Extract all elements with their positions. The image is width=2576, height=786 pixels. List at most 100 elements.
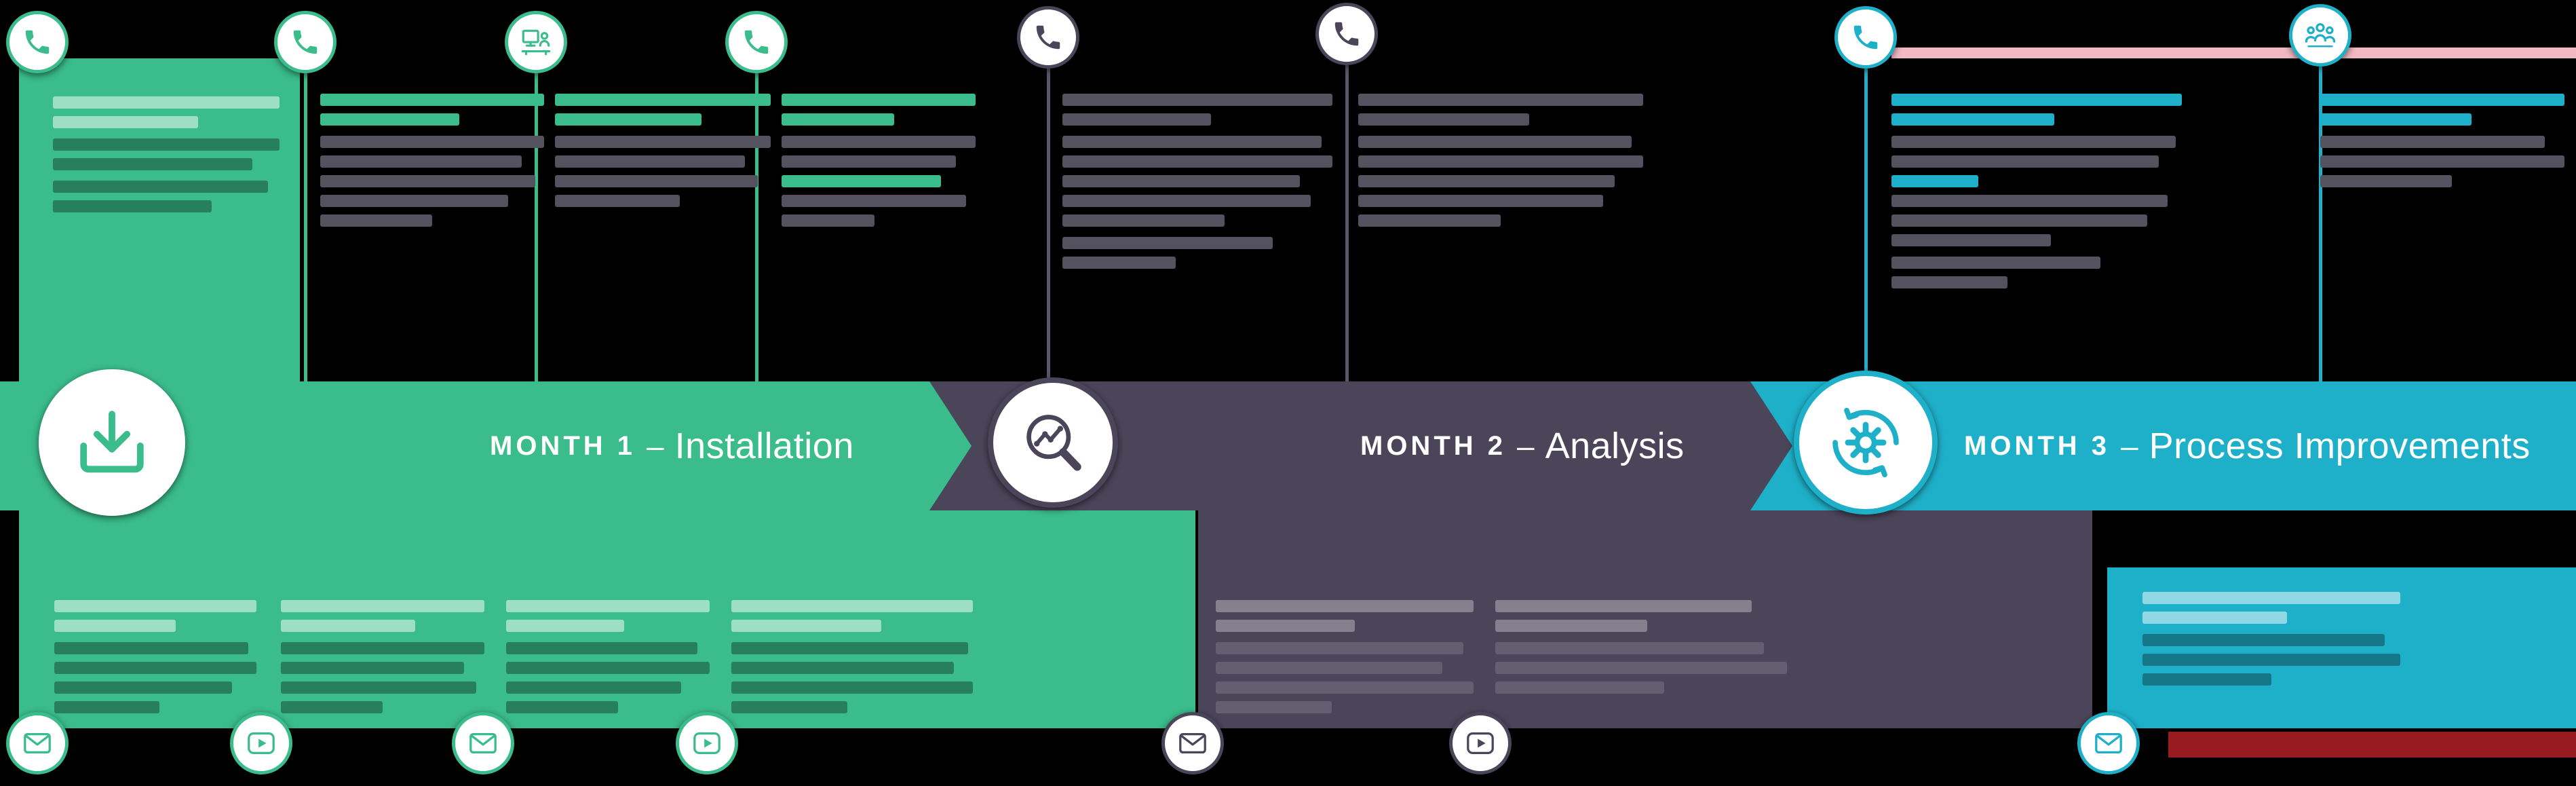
redacted-text-line — [1062, 195, 1311, 207]
redacted-text-line — [782, 195, 966, 207]
redacted-text-line — [782, 113, 894, 126]
redacted-text-line — [320, 214, 432, 227]
redacted-text-line — [1358, 155, 1643, 168]
mail-icon — [2077, 712, 2140, 774]
redacted-text-line — [2320, 136, 2545, 148]
phone-icon — [1315, 3, 1378, 65]
redacted-text-line — [506, 620, 624, 632]
redacted-text-line — [782, 175, 941, 187]
redacted-text-line — [506, 662, 710, 674]
redacted-text-line — [1891, 113, 2054, 126]
month-1-name: Installation — [674, 426, 854, 466]
connector-line — [1864, 69, 1868, 381]
redacted-text-line — [320, 195, 509, 207]
month-2-name: Analysis — [1545, 426, 1685, 466]
redacted-text-line — [731, 620, 881, 632]
redacted-text-line — [731, 600, 973, 612]
redacted-text-line — [1062, 94, 1332, 106]
redacted-text-line — [1358, 195, 1604, 207]
redacted-text-line — [782, 136, 976, 148]
redacted-text-line — [53, 138, 280, 151]
redacted-text-line — [54, 642, 249, 654]
phone-icon — [1834, 6, 1897, 69]
redacted-text-line — [1891, 175, 1979, 187]
redacted-text-line — [281, 681, 476, 694]
connector-line — [755, 73, 758, 381]
redacted-text-line — [54, 600, 256, 612]
redacted-text-line — [2142, 654, 2400, 666]
text-block — [506, 600, 710, 721]
redacted-text-line — [54, 681, 233, 694]
panel-bottom-dark — [1198, 510, 2092, 728]
redacted-text-line — [1062, 214, 1225, 227]
redacted-text-line — [731, 701, 847, 713]
magnifier-chart-icon — [988, 377, 1118, 508]
redacted-text-line — [53, 96, 280, 109]
redacted-text-line — [281, 662, 464, 674]
redacted-text-line — [1495, 681, 1665, 694]
mail-icon — [6, 712, 69, 774]
text-block — [54, 600, 256, 721]
process-gears-icon — [1794, 371, 1938, 514]
redacted-text-line — [281, 600, 484, 612]
month-3-separator: – — [2121, 428, 2138, 464]
redacted-text-line — [281, 642, 484, 654]
redacted-text-line — [782, 94, 976, 106]
redacted-text-line — [1062, 257, 1176, 269]
redacted-text-line — [1358, 94, 1643, 106]
text-block — [2320, 94, 2564, 195]
video-icon — [676, 712, 738, 774]
redacted-text-line — [1358, 175, 1615, 187]
redacted-text-line — [1891, 257, 2101, 269]
redacted-text-line — [1495, 620, 1647, 632]
redacted-text-line — [320, 175, 535, 187]
redacted-text-line — [53, 116, 198, 128]
redacted-text-line — [1216, 701, 1332, 713]
redacted-text-line — [1891, 214, 2147, 227]
redacted-text-line — [2142, 673, 2271, 686]
workstation-icon — [505, 11, 567, 73]
redacted-text-line — [1891, 276, 2008, 288]
redacted-text-line — [2142, 634, 2385, 646]
redacted-text-line — [320, 113, 459, 126]
text-block — [1062, 94, 1332, 276]
redacted-text-line — [782, 214, 875, 227]
redacted-text-line — [1891, 155, 2159, 168]
redacted-text-line — [506, 642, 697, 654]
text-block — [1216, 600, 1474, 721]
phone-icon — [274, 11, 337, 73]
month-3-label: MONTH 3 – Process Improvements — [1964, 381, 2531, 510]
redacted-text-line — [1358, 214, 1501, 227]
redacted-text-line — [555, 113, 702, 126]
redacted-text-line — [2320, 175, 2453, 187]
redacted-text-line — [54, 701, 159, 713]
redacted-text-line — [1358, 136, 1632, 148]
month-2-label: MONTH 2 – Analysis — [1360, 381, 1685, 510]
red-accent-bar — [2168, 732, 2576, 757]
redacted-text-line — [731, 662, 954, 674]
month-1-separator: – — [647, 428, 664, 464]
redacted-text-line — [320, 155, 522, 168]
redacted-text-line — [1891, 234, 2052, 246]
text-block — [320, 94, 544, 234]
redacted-text-line — [555, 195, 680, 207]
redacted-text-line — [1216, 600, 1474, 612]
mail-icon — [1161, 712, 1224, 774]
video-icon — [1449, 712, 1512, 774]
connector-line — [2319, 67, 2322, 381]
redacted-text-line — [1062, 237, 1273, 249]
redacted-text-line — [1062, 136, 1322, 148]
month-3-prefix: MONTH 3 — [1964, 430, 2110, 461]
connector-line — [304, 73, 307, 381]
redacted-text-line — [2142, 592, 2400, 604]
mail-icon — [452, 712, 514, 774]
team-icon — [2289, 4, 2351, 67]
video-icon — [230, 712, 292, 774]
redacted-text-line — [1062, 113, 1211, 126]
month-2-separator: – — [1517, 428, 1535, 464]
redacted-text-line — [782, 155, 957, 168]
redacted-text-line — [555, 136, 771, 148]
text-block — [1358, 94, 1643, 234]
redacted-text-line — [1891, 195, 2168, 207]
